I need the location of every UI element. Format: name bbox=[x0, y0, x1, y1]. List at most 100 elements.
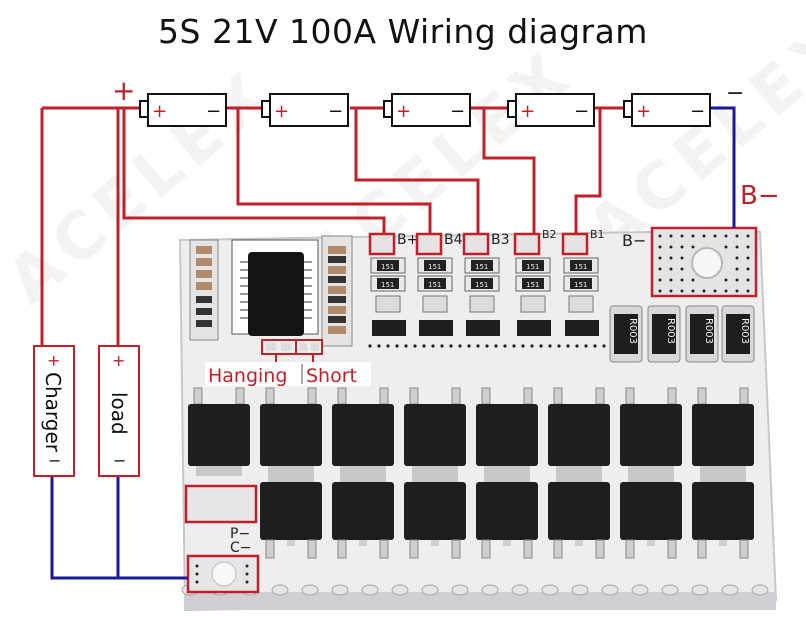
pad-via bbox=[680, 234, 684, 238]
pad-via bbox=[746, 234, 750, 238]
c-minus-pad bbox=[186, 554, 260, 594]
via bbox=[386, 344, 390, 348]
balance-pad-label: B3 bbox=[491, 232, 510, 248]
edge-pad bbox=[631, 584, 649, 596]
mosfet-array bbox=[188, 387, 754, 559]
mosfet bbox=[332, 387, 394, 476]
battery-nub bbox=[623, 100, 633, 118]
battery-cell: +− bbox=[261, 93, 349, 127]
pad-via bbox=[680, 289, 684, 293]
pad-via bbox=[680, 278, 684, 282]
p-minus-label: P− bbox=[230, 526, 250, 542]
balance-pad-label: B1 bbox=[590, 228, 605, 241]
load-label: load bbox=[107, 392, 131, 435]
via bbox=[395, 344, 399, 348]
pad-via bbox=[702, 289, 706, 293]
controller-ic bbox=[231, 239, 319, 336]
hanging-label: Hanging bbox=[208, 365, 287, 387]
battery-body bbox=[269, 93, 349, 127]
pack-positive-label: + bbox=[112, 74, 135, 107]
pad-via bbox=[680, 256, 684, 260]
edge-pad bbox=[661, 584, 679, 596]
balance-pad bbox=[462, 232, 490, 256]
resistor-code: 151 bbox=[574, 281, 587, 289]
pad-via bbox=[735, 289, 739, 293]
balance-transistor bbox=[419, 320, 453, 336]
pad-via bbox=[735, 278, 739, 282]
balance-pad-label: B4 bbox=[444, 232, 463, 248]
via bbox=[521, 344, 525, 348]
via bbox=[377, 344, 381, 348]
b-minus-pad bbox=[650, 226, 758, 298]
balance-led bbox=[422, 295, 448, 313]
resistor-code: 151 bbox=[475, 263, 488, 271]
c-minus-label: C− bbox=[230, 540, 252, 556]
wire-b3 bbox=[354, 108, 480, 234]
resistor-code: 151 bbox=[526, 281, 539, 289]
pad-via bbox=[658, 278, 662, 282]
via bbox=[449, 344, 453, 348]
via bbox=[512, 344, 516, 348]
via bbox=[467, 344, 471, 348]
battery-nub bbox=[139, 100, 149, 118]
balance-pad bbox=[415, 232, 443, 256]
balance-led bbox=[520, 295, 546, 313]
pad-via bbox=[691, 278, 695, 282]
pad-via bbox=[735, 245, 739, 249]
battery-body bbox=[515, 93, 595, 127]
balance-pad-label: B2 bbox=[542, 228, 557, 241]
battery-body bbox=[391, 93, 471, 127]
via bbox=[557, 344, 561, 348]
via bbox=[494, 344, 498, 348]
pad-via bbox=[658, 289, 662, 293]
resistor-code: 151 bbox=[381, 281, 394, 289]
via bbox=[368, 344, 372, 348]
resistor-body bbox=[471, 278, 493, 289]
pad-via bbox=[735, 256, 739, 260]
battery-minus: − bbox=[450, 101, 465, 122]
pad-via bbox=[691, 234, 695, 238]
via bbox=[575, 344, 579, 348]
pad-via bbox=[746, 289, 750, 293]
resistor-body bbox=[424, 278, 446, 289]
via bbox=[404, 344, 408, 348]
edge-pad bbox=[601, 584, 619, 596]
pad-via bbox=[691, 245, 695, 249]
resistor-code: 151 bbox=[475, 281, 488, 289]
smd-column-left bbox=[189, 239, 219, 341]
edge-pad bbox=[451, 584, 469, 596]
pad-via bbox=[735, 267, 739, 271]
battery-body bbox=[631, 93, 711, 127]
mosfet bbox=[548, 387, 610, 476]
battery-plus: + bbox=[636, 101, 651, 122]
mosfet bbox=[476, 474, 538, 559]
pad-via bbox=[746, 278, 750, 282]
wire-b2 bbox=[482, 108, 536, 234]
load-terminal: + load − bbox=[98, 345, 140, 477]
wire-b-minus bbox=[708, 106, 736, 228]
mosfet bbox=[188, 387, 250, 476]
edge-pad bbox=[331, 584, 349, 596]
mosfet bbox=[260, 387, 322, 476]
battery-body bbox=[147, 93, 227, 127]
mosfet bbox=[404, 474, 466, 559]
shunt-code: R003 bbox=[665, 318, 676, 344]
pad-via bbox=[680, 245, 684, 249]
balance-pad bbox=[368, 232, 396, 256]
balance-led bbox=[375, 295, 401, 313]
edge-pad bbox=[691, 584, 709, 596]
edge-pad bbox=[481, 584, 499, 596]
balance-pad bbox=[513, 232, 541, 256]
resistor-code: 151 bbox=[526, 263, 539, 271]
pad-via bbox=[658, 234, 662, 238]
resistor-code: 151 bbox=[574, 263, 587, 271]
mosfet bbox=[476, 387, 538, 476]
wire-bplus bbox=[122, 108, 386, 234]
resistor-body bbox=[377, 278, 399, 289]
edge-pad bbox=[541, 584, 559, 596]
edge-pad bbox=[571, 584, 589, 596]
resistor-code: 151 bbox=[428, 263, 441, 271]
